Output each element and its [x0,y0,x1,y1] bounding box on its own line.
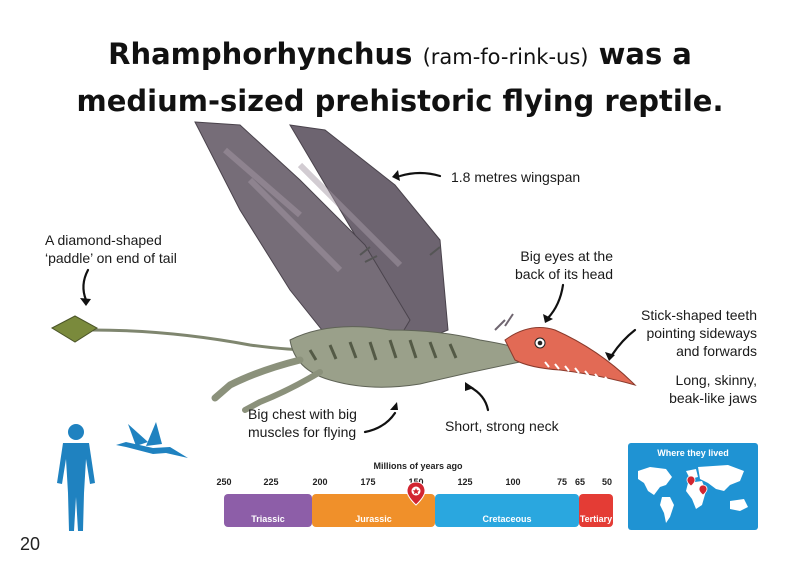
label-chest: Big chest with big muscles for flying [248,406,357,440]
timeline-tick-label: 125 [457,477,473,487]
where-they-lived-map: Where they lived [628,443,758,530]
timeline-tick-label: 50 [601,477,613,487]
timeline-tick-label: 75 [556,477,568,487]
timeline-tick-label: 200 [312,477,328,487]
timeline-tick-label: 65 [574,477,586,487]
title-pronunciation: (ram-fo-rink-us) [422,45,589,69]
timeline-tick-label: 100 [505,477,521,487]
label-neck: Short, strong neck [445,418,559,434]
title-line-1: Rhamphorhynchus (ram-fo-rink-us) was a [0,32,800,79]
tail-paddle [50,315,98,343]
label-tail-paddle: A diamond-shaped ‘paddle’ on end of tail [45,232,177,266]
arrow-tail [82,268,90,302]
world-map-icon [638,465,748,523]
map-title: Where they lived [657,448,729,458]
title-dinosaur-name: Rhamphorhynchus [108,37,413,71]
arrow-neck [468,385,490,412]
timeline-title: Millions of years ago [373,461,463,471]
page-number: 20 [20,534,41,554]
timeline-period-tertiary: Tertiary [579,494,613,527]
arrow-teeth [610,328,637,357]
page-title: Rhamphorhynchus (ram-fo-rink-us) was a m… [0,32,800,123]
label-eyes: Big eyes at the back of its head [514,248,613,282]
label-teeth: Stick-shaped teeth pointing sideways and… [641,307,757,359]
timeline-period-cretaceous: Cretaceous [435,494,579,527]
rhamphorhynchus-silhouette-icon [116,422,188,458]
title-line1-rest: was a [598,37,692,71]
fossil-location-pins [686,475,708,496]
arrow-wingspan [398,171,442,178]
arrow-eyes [546,283,565,320]
timeline-tick-label: 175 [360,477,376,487]
map-pin-marker-icon [405,481,426,506]
timeline-period-triassic: Triassic [224,494,312,527]
timeline-tick-label: 250 [216,477,232,487]
hind-leg [211,356,304,402]
arrow-chest [363,411,397,434]
geologic-timeline: Millions of years ago 250225200175150125… [216,461,620,531]
title-line-2: medium-sized prehistoric flying reptile. [76,84,724,118]
label-wingspan: 1.8 metres wingspan [451,169,581,185]
label-jaws: Long, skinny, beak-like jaws [669,372,757,406]
human-silhouette-icon [57,424,95,531]
timeline-tick-label: 225 [263,477,279,487]
